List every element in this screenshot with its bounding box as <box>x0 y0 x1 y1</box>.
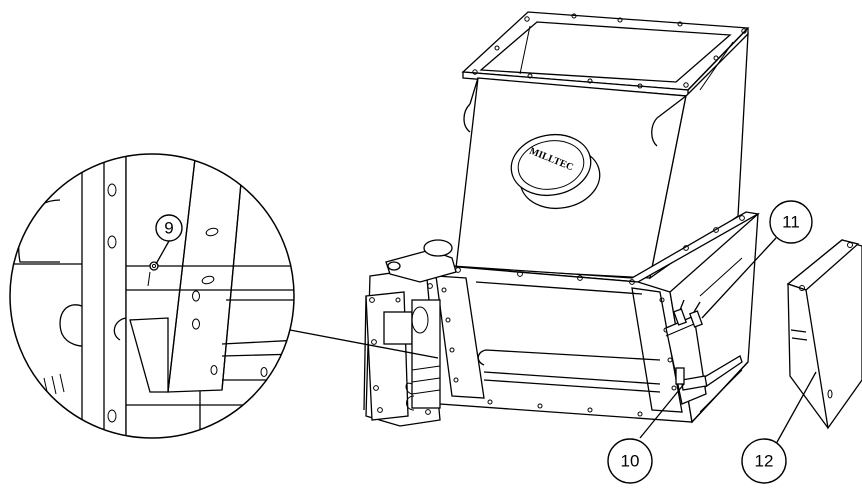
callout-9: 9 <box>155 214 183 265</box>
callout-12-label: 12 <box>755 451 774 470</box>
callout-12: 12 <box>741 371 817 484</box>
gate-frame <box>421 211 760 424</box>
callout-9-label: 9 <box>164 218 173 237</box>
callout-10: 10 <box>607 383 685 484</box>
pneumatic-cylinder <box>665 299 708 405</box>
callout-11-label: 11 <box>782 212 800 231</box>
gear-motor <box>363 239 457 427</box>
gate-valve-assembly: MILLTEC <box>363 11 760 427</box>
cover-plate-part <box>786 239 862 430</box>
callout-11: 11 <box>701 200 813 319</box>
inspection-port: MILLTEC <box>510 134 601 209</box>
top-flange <box>461 11 750 97</box>
callout-10-label: 10 <box>621 451 640 470</box>
